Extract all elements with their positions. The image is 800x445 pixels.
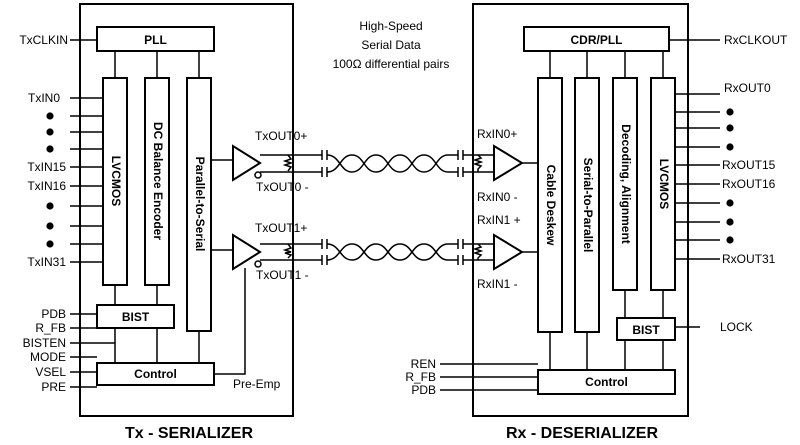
tx-parallel-to-serial-label: Parallel-to-Serial — [193, 157, 207, 252]
tx-input-bisten: BISTEN — [23, 336, 66, 350]
rx-bist-block — [616, 317, 676, 341]
tx-input-in0: TxIN0 — [28, 91, 60, 105]
tx-input-rfb: R_FB — [35, 321, 66, 335]
tx-driver-0 — [211, 144, 310, 182]
cable-pair-1 — [310, 239, 464, 265]
tx-lvcmos-label: LVCMOS — [109, 156, 123, 206]
rx-in0-pos-label: RxIN0+ — [477, 127, 517, 141]
rx-ellipsis-dot — [726, 108, 734, 116]
tx-out0-neg-label: TxOUT0 - — [256, 180, 309, 194]
tx-ellipsis-dot — [46, 240, 54, 248]
rx-output-out31: RxOUT31 — [722, 252, 776, 266]
rx-receiver-0 — [463, 144, 538, 182]
rx-cable-deskew-label: Cable Deskew — [544, 165, 558, 246]
rx-in1-neg-label: RxIN1 - — [477, 277, 518, 291]
tx-input-vsel: VSEL — [35, 365, 66, 379]
serial-data-note-line3: 100Ω differential pairs — [333, 57, 450, 71]
tx-ellipsis-dot — [46, 222, 54, 230]
tx-dc-balance-label: DC Balance Encoder — [151, 122, 165, 240]
rx-input-pdb: PDB — [411, 383, 436, 397]
tx-driver-1 — [211, 233, 310, 271]
tx-bist-label: BIST — [122, 310, 150, 324]
rx-ellipsis-dot — [726, 199, 734, 207]
cable-pair-0 — [310, 150, 464, 177]
rx-output-out0: RxOUT0 — [724, 81, 771, 95]
rx-input-rfb: R_FB — [405, 370, 436, 384]
tx-input-in16: TxIN16 — [27, 179, 66, 193]
rx-ellipsis-dot — [726, 236, 734, 244]
tx-pll-block — [96, 26, 215, 52]
tx-input-in31: TxIN31 — [27, 255, 66, 269]
tx-ellipsis-dot — [46, 112, 54, 120]
rx-output-out16: RxOUT16 — [722, 177, 776, 191]
rx-lvcmos-label: LVCMOS — [657, 159, 671, 209]
rx-output-out15: RxOUT15 — [722, 158, 776, 172]
tx-out0-pos-label: TxOUT0+ — [255, 129, 307, 143]
tx-title: Tx - SERIALIZER — [125, 425, 253, 442]
tx-ellipsis-dot — [46, 145, 54, 153]
rx-receiver-1 — [463, 233, 538, 271]
rx-output-lock: LOCK — [720, 320, 753, 334]
rx-input-ren: REN — [411, 357, 436, 371]
rx-decoding-label: Decoding, Alignment — [619, 124, 633, 244]
tx-ellipsis-dot — [46, 202, 54, 210]
rx-output-clk: RxCLKOUT — [724, 33, 788, 47]
tx-input-mode: MODE — [30, 350, 66, 364]
rx-control-block — [537, 369, 676, 395]
rx-title: Rx - DESERIALIZER — [506, 425, 658, 442]
rx-serial-to-parallel-block — [574, 77, 600, 333]
tx-dc-balance-block — [144, 77, 170, 286]
rx-cdr-pll-block — [523, 26, 670, 52]
tx-input-pdb: PDB — [41, 307, 66, 321]
serial-data-note-line1: High-Speed — [359, 19, 422, 33]
tx-ellipsis-dot — [46, 128, 54, 136]
tx-out1-neg-label: TxOUT1 - — [256, 268, 309, 282]
rx-in0-neg-label: RxIN0 - — [477, 190, 518, 204]
tx-control-label: Control — [134, 367, 177, 381]
tx-input-pre: PRE — [41, 380, 66, 394]
rx-in1-pos-label: RxIN1 + — [477, 213, 521, 227]
rx-bist-label: BIST — [632, 323, 660, 337]
rx-ellipsis-dot — [726, 143, 734, 151]
rx-control-label: Control — [585, 375, 628, 389]
tx-pll-label: PLL — [144, 33, 167, 47]
tx-out1-pos-label: TxOUT1+ — [255, 221, 307, 235]
tx-bist-block — [96, 304, 175, 329]
rx-ellipsis-dot — [726, 218, 734, 226]
tx-pre-emp-label: Pre-Emp — [233, 377, 281, 391]
tx-input-in15: TxIN15 — [27, 160, 66, 174]
rx-ellipsis-dot — [726, 124, 734, 132]
tx-input-clk: TxCLKIN — [19, 33, 68, 47]
serial-data-note-line2: Serial Data — [361, 38, 421, 52]
rx-serial-to-parallel-label: Serial-to-Parallel — [581, 158, 595, 253]
rx-cdr-pll-label: CDR/PLL — [571, 33, 623, 47]
